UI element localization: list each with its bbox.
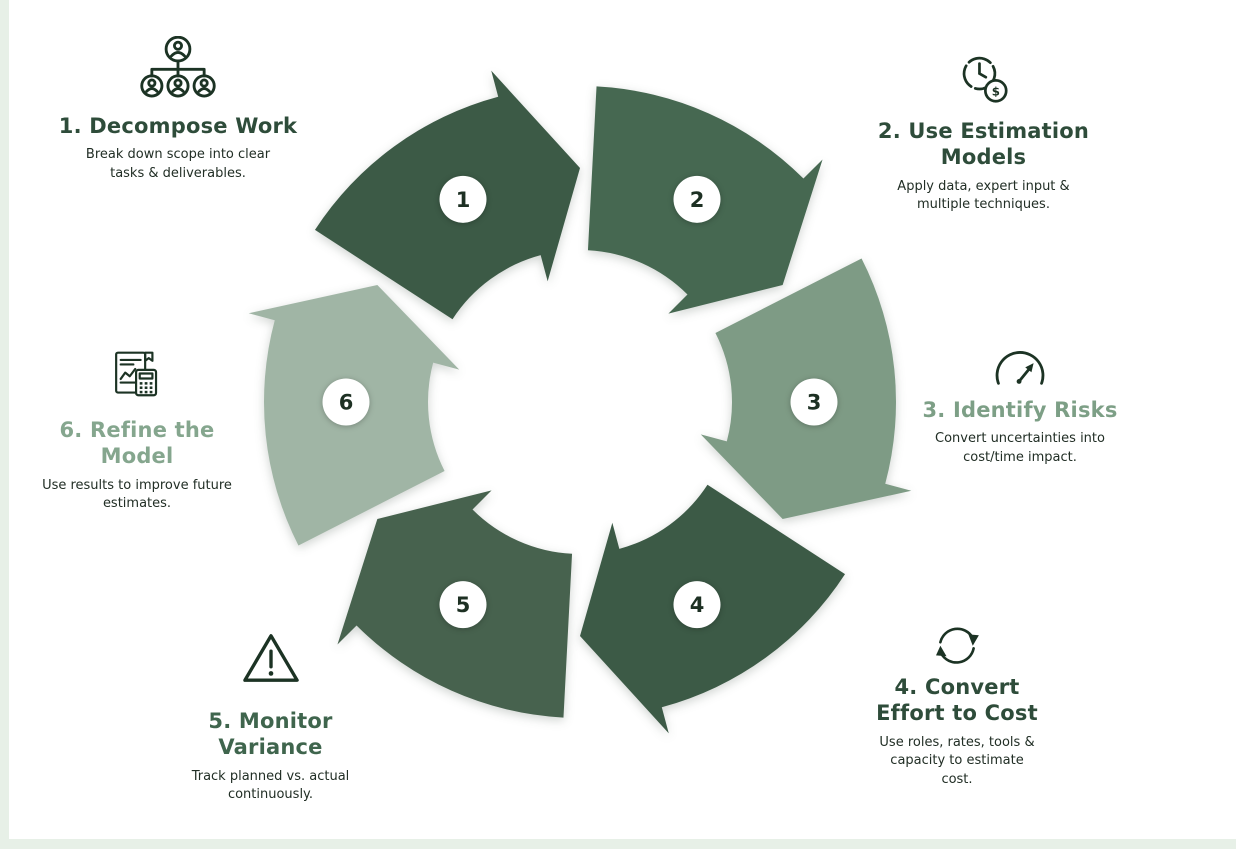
step-title: 5. Monitor Variance: [208, 709, 333, 760]
page-edge-tint-bottom: [0, 839, 1236, 849]
step-monitor-variance: 5. Monitor Variance Track planned vs. ac…: [158, 630, 383, 805]
step-number-circle: [439, 581, 487, 629]
step-description: Break down scope into clear tasks & deli…: [85, 147, 271, 182]
step-refine-the-model: 6. Refine the Model Use results to impro…: [28, 346, 246, 514]
step-title: 6. Refine the Model: [59, 418, 215, 469]
step-number: 5: [456, 593, 471, 617]
clock-dollar-icon: $: [876, 50, 1091, 108]
step-number-circle: [790, 378, 838, 426]
step-description: Use roles, rates, tools & capacity to es…: [879, 734, 1035, 788]
step-description: Use results to improve future estimates.: [42, 477, 232, 512]
step-decompose-work: 1. Decompose Work Break down scope into …: [50, 36, 306, 184]
step-description: Track planned vs. actual continuously.: [191, 768, 350, 803]
step-number: 1: [456, 188, 471, 212]
warning-triangle-icon: [158, 630, 383, 686]
step-number: 6: [339, 391, 354, 415]
step-title: 1. Decompose Work: [58, 114, 298, 138]
step-title: 3. Identify Risks: [922, 398, 1118, 422]
step-number-circle: [673, 175, 721, 223]
step-identify-risks: 3. Identify Risks Convert uncertainties …: [915, 342, 1125, 468]
step-description: Convert uncertainties into cost/time imp…: [935, 431, 1105, 466]
org-chart-icon: [50, 36, 306, 99]
step-convert-effort-to-cost: 4. Convert Effort to Cost Use roles, rat…: [862, 622, 1052, 790]
sync-arrows-icon: [862, 622, 1052, 666]
report-calculator-icon: [28, 346, 246, 401]
page-edge-tint-left: [0, 0, 9, 849]
step-number-circle: [439, 175, 487, 223]
step-description: Apply data, expert input & multiple tech…: [897, 178, 1070, 213]
step-number: 3: [807, 391, 822, 415]
step-title: 4. Convert Effort to Cost: [876, 675, 1038, 726]
step-number: 2: [690, 188, 705, 212]
step-title: 2. Use Estimation Models: [877, 119, 1090, 170]
step-number: 4: [690, 593, 705, 617]
step-use-estimation-models: $ 2. Use Estimation Models Apply data, e…: [876, 50, 1091, 215]
step-number-circle: [322, 378, 370, 426]
svg-text:$: $: [991, 84, 999, 98]
step-number-circle: [673, 581, 721, 629]
gauge-icon: [915, 342, 1125, 389]
